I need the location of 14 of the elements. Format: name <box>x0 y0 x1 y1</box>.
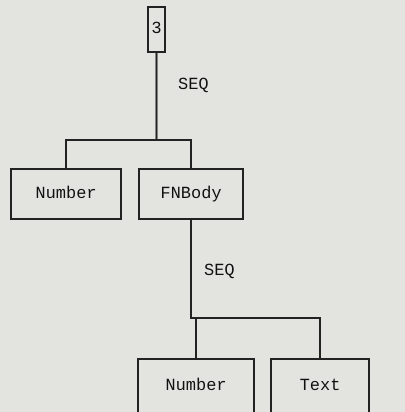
tree-node-box <box>270 358 370 412</box>
node-label: FNBody <box>160 184 222 204</box>
tree-node-box <box>137 358 255 412</box>
sequence-label: SEQ <box>178 76 209 95</box>
tree-connector <box>190 220 321 358</box>
sequence-label: SEQ <box>204 262 235 281</box>
tree-node-box <box>138 168 244 220</box>
node-label: Text <box>300 376 340 396</box>
node-label: Number <box>165 376 227 396</box>
node-label: Number <box>35 184 97 204</box>
tree-node-box <box>10 168 122 220</box>
tree-connector <box>156 53 192 168</box>
node-label: 3 <box>151 20 162 39</box>
tree-node-box <box>147 6 166 53</box>
